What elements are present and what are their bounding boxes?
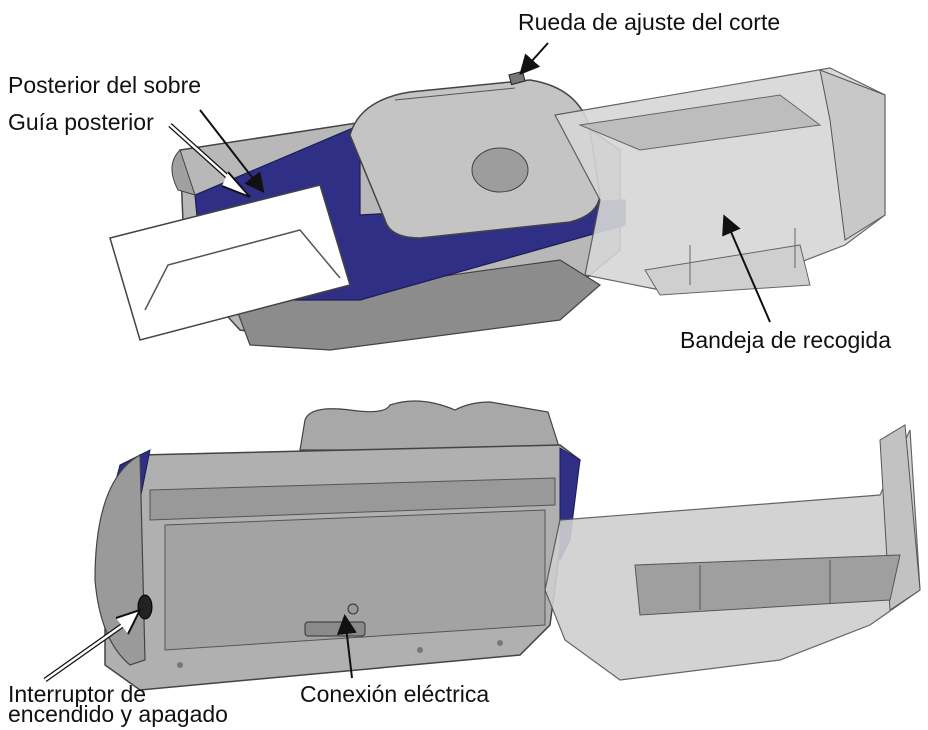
bottom-collection-tray [544,424,921,681]
callout-lines [43,42,771,683]
label-power-switch-line2: encendido y apagado [8,701,228,727]
label-power-connection: Conexión eléctrica [300,681,490,707]
top-collection-tray [554,67,886,296]
label-cut-wheel: Rueda de ajuste del corte [518,9,781,35]
label-rear-guide: Guía posterior [8,109,154,135]
power-switch-part [137,594,153,620]
label-envelope-back: Posterior del sobre [8,72,202,98]
power-socket-part [304,621,366,637]
label-collection-tray: Bandeja de recogida [680,327,891,353]
envelope [109,184,351,341]
label-power-switch-line1: Interruptor de [8,681,147,707]
bottom-machine [94,400,581,691]
